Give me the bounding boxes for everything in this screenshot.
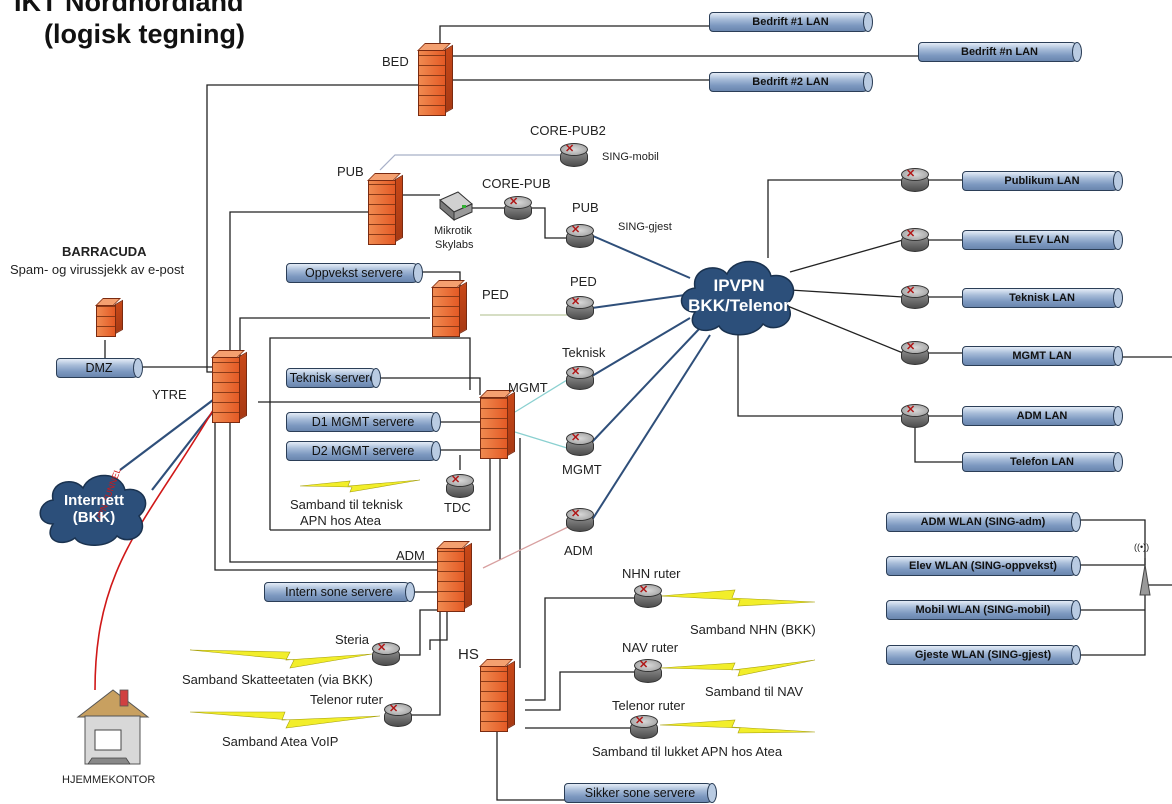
samband-nav: Samband til NAV: [705, 684, 804, 699]
ytre-firewall: [212, 357, 240, 423]
nav-router-label: NAV ruter: [622, 640, 679, 655]
pub-label: PUB: [337, 164, 364, 179]
mgmt-fw-label: MGMT: [508, 380, 548, 395]
teknisk-lan: Teknisk LAN: [962, 287, 1123, 308]
core-pub-label: CORE-PUB: [482, 176, 551, 191]
nav-router-icon: ✕: [634, 659, 662, 683]
diagram-title: IKT Nordnordland (logisk tegning): [4, 0, 334, 50]
ipvpn-cloud: IPVPN BKK/Telenor: [675, 252, 803, 340]
barracuda-label: BARRACUDA: [62, 244, 147, 259]
bed-label: BED: [382, 54, 409, 69]
mikrotik-label-line2: Skylabs: [435, 239, 474, 251]
teknisk-router-icon: ✕: [566, 366, 594, 390]
sing-mobil-label: SING-mobil: [602, 151, 659, 163]
ipvpn-label-line2: BKK/Telenor: [688, 296, 790, 315]
telefon-lan: Telefon LAN: [962, 451, 1123, 472]
teknisk-servere: Teknisk servere: [286, 367, 381, 388]
teknisk-lan-router-icon: ✕: [901, 285, 929, 309]
adm-fw-label: ADM: [396, 548, 425, 563]
internet-label-line2: (BKK): [72, 509, 116, 526]
telenor-router-label: Telenor ruter: [612, 698, 685, 713]
mgmt-router-label: MGMT: [562, 462, 602, 477]
mikrotik-device-icon: [439, 191, 473, 222]
gjeste-wlan: Gjeste WLAN (SING-gjest): [886, 644, 1081, 665]
adm-lan: ADM LAN: [962, 405, 1123, 426]
samband-teknisk-line1: Samband til teknisk: [290, 497, 403, 512]
core-pub-router-icon: ✕: [504, 196, 532, 220]
mgmt-firewall: [480, 397, 508, 459]
publikum-lan: Publikum LAN: [962, 170, 1123, 191]
mobil-wlan: Mobil WLAN (SING-mobil): [886, 599, 1081, 620]
wireless-antenna-icon: [1139, 558, 1151, 596]
ped-router-label: PED: [570, 274, 597, 289]
samband-teknisk-line2: APN hos Atea: [300, 513, 381, 528]
d2-mgmt-servere: D2 MGMT servere: [286, 440, 441, 461]
telenor-router-icon: ✕: [630, 715, 658, 739]
samband-lukket-apn: Samband til lukket APN hos Atea: [592, 744, 783, 759]
nhn-router-icon: ✕: [634, 584, 662, 608]
pub-firewall: [368, 180, 396, 245]
bedrift2-lan: Bedrift #2 LAN: [709, 71, 873, 92]
sikker-sone-servere: Sikker sone servere: [564, 782, 717, 803]
samband-nhn: Samband NHN (BKK): [690, 622, 816, 637]
bedrift1-lan: Bedrift #1 LAN: [709, 11, 873, 32]
house-icon: [76, 689, 150, 765]
core-pub2-label: CORE-PUB2: [530, 123, 606, 138]
steria-router-icon: ✕: [372, 642, 400, 666]
internet-cloud: Internett (BKK): [35, 468, 153, 550]
title-line1: IKT Nordnordland: [14, 0, 244, 17]
telenor-left-router-label: Telenor ruter: [310, 692, 383, 707]
internet-label-line1: Internett: [64, 491, 124, 509]
adm-router-icon: ✕: [566, 508, 594, 532]
samband-atea-voip: Samband Atea VoIP: [222, 734, 339, 749]
ped-firewall: [432, 287, 460, 337]
ped-router-icon: ✕: [566, 296, 594, 320]
mgmt-router-icon: ✕: [566, 432, 594, 456]
teknisk-router-label: Teknisk: [562, 345, 606, 360]
elev-wlan: Elev WLAN (SING-oppvekst): [886, 555, 1081, 576]
core-pub2-router-icon: ✕: [560, 143, 588, 167]
ipvpn-label-line1: IPVPN: [713, 276, 765, 296]
hs-label: HS: [458, 646, 479, 663]
elev-lan: ELEV LAN: [962, 229, 1123, 250]
title-line2: (logisk tegning): [44, 19, 245, 49]
telenor-left-router-icon: ✕: [384, 703, 412, 727]
tdc-router-icon: ✕: [446, 474, 474, 498]
bed-firewall: [418, 50, 446, 116]
hs-firewall: [480, 666, 508, 732]
dmz-pipe: DMZ: [56, 357, 143, 378]
d1-mgmt-servere: D1 MGMT servere: [286, 411, 441, 432]
sing-gjest-label: SING-gjest: [618, 221, 672, 233]
ytre-label: YTRE: [152, 387, 187, 402]
mgmt-lan: MGMT LAN: [962, 345, 1123, 366]
adm-wlan: ADM WLAN (SING-adm): [886, 511, 1081, 532]
wlan-signal-icon: ((•)): [1134, 542, 1150, 552]
barracuda-firewall: [96, 305, 116, 337]
adm-router-label: ADM: [564, 543, 593, 558]
nhn-router-label: NHN ruter: [622, 566, 681, 581]
oppvekst-servere: Oppvekst servere: [286, 262, 423, 283]
samband-skatteetaten: Samband Skatteetaten (via BKK): [182, 672, 373, 687]
intern-sone-servere: Intern sone servere: [264, 581, 415, 602]
publikum-router-icon: ✕: [901, 168, 929, 192]
pub-router-icon: ✕: [566, 224, 594, 248]
mikrotik-label-line1: Mikrotik: [434, 225, 472, 237]
ped-label: PED: [482, 287, 509, 302]
barracuda-desc: Spam- og virussjekk av e-post: [10, 262, 185, 277]
tdc-label: TDC: [444, 500, 471, 515]
cloud-icon: [680, 260, 795, 336]
elev-router-icon: ✕: [901, 228, 929, 252]
hjemmekontor-label: HJEMMEKONTOR: [62, 774, 156, 786]
steria-label: Steria: [335, 632, 369, 647]
adm-lan-router-icon: ✕: [901, 404, 929, 428]
bedriftn-lan: Bedrift #n LAN: [918, 41, 1082, 62]
pub-router-label: PUB: [572, 200, 599, 215]
mgmt-lan-router-icon: ✕: [901, 341, 929, 365]
cloud-icon: [39, 474, 147, 546]
adm-firewall: [437, 548, 465, 612]
